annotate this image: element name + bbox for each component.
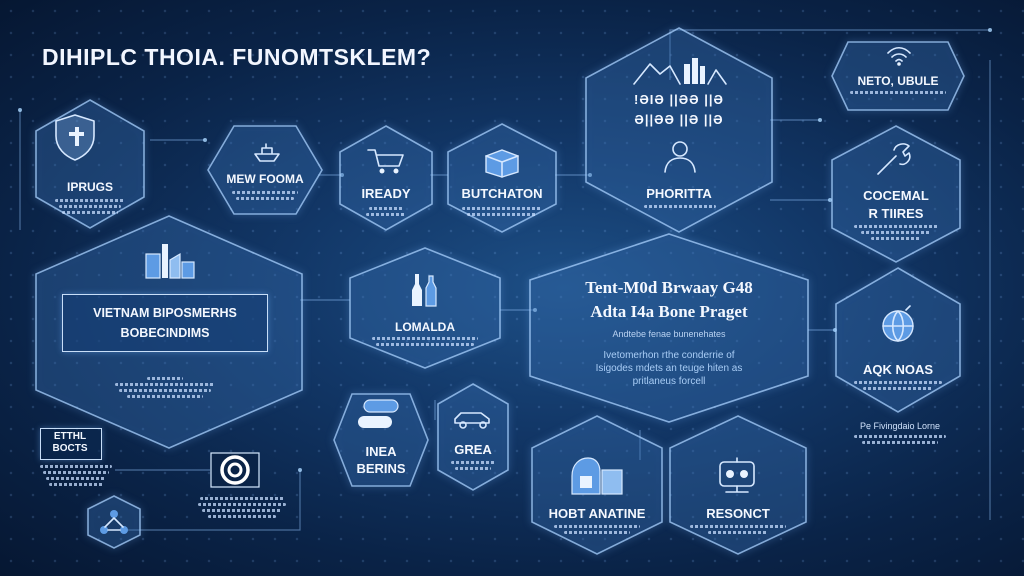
- etthl-description: [38, 462, 114, 486]
- hobt-anatine-label: HOBT ANATINE: [548, 506, 646, 521]
- phoritta-heading-line1: !ƏIƏ ||ƏƏ ||Ə: [634, 92, 724, 107]
- hex-frame-butchaton: [447, 123, 557, 233]
- aqk-caption-description: [846, 432, 954, 444]
- tool-icon: [874, 140, 914, 178]
- etthl-label-line1: ETTHL: [53, 431, 87, 442]
- factory-icon: [144, 240, 196, 280]
- neto-ubule-description: [846, 88, 950, 94]
- vietnam-label-box: [62, 294, 268, 352]
- aqk-noas-description: [850, 378, 946, 390]
- center-subtitle: Andtebe fenae bunenehates: [612, 329, 726, 339]
- stack-icon: [356, 398, 402, 432]
- circular-logo-icon: [210, 452, 260, 488]
- hex-frame-cocemal: [831, 125, 961, 263]
- center-body-line2: Isigodes mdets an teuge hiten as: [595, 363, 743, 374]
- iprugs-description: [40, 196, 140, 214]
- globe-icon: [876, 304, 920, 348]
- resonct-label: RESONCT: [706, 506, 770, 521]
- center-body-line3: pritlaneus forcell: [632, 376, 706, 387]
- phoritta-description: [640, 202, 720, 208]
- grea-label: GREA: [454, 442, 492, 457]
- center-title-line2: Adta I4a Bone Praget: [590, 302, 748, 321]
- iready-label: IREADY: [361, 186, 411, 201]
- hex-frame-mew-fooma: [207, 125, 323, 215]
- center-body-line1: Ivetomerhon rthe conderrie of: [603, 350, 735, 361]
- mew-fooma-label: MEW FOOMA: [226, 172, 304, 186]
- hex-frame-network: [87, 495, 141, 549]
- bottles-icon: [406, 270, 442, 308]
- vietnam-label-line2: BOBECINDIMS: [120, 326, 210, 340]
- vietnam-label-line1: VIETNAM BIPOSMERHS: [93, 306, 237, 320]
- shield-icon: [52, 112, 98, 162]
- inea-label-line2: BERINS: [356, 461, 406, 476]
- cocemal-label-line2: R TIIRES: [868, 206, 924, 221]
- page-title: DIHIPLC THOIA. FUNOMTSKLEM?: [42, 44, 432, 70]
- hex-frame-lomalda: [349, 247, 501, 369]
- box-icon: [482, 146, 522, 178]
- boat-icon: [252, 142, 282, 164]
- center-title-line1: Tent-M0d Brwaay G48: [585, 278, 753, 297]
- inea-label-line1: INEA: [365, 444, 397, 459]
- person-icon: [660, 138, 700, 174]
- hobt-anatine-description: [550, 522, 644, 534]
- resonct-description: [686, 522, 790, 534]
- lomalda-label: LOMALDA: [395, 320, 455, 334]
- hex-frame-inea: [333, 393, 429, 487]
- hex-frame-phoritta: [585, 27, 773, 233]
- grea-description: [446, 458, 500, 470]
- wifi-icon: [886, 46, 912, 66]
- hex-frame-center-project: [529, 233, 809, 423]
- neto-ubule-label: NETO, UBULE: [857, 74, 939, 88]
- vietnam-description: [110, 374, 220, 398]
- butchaton-description: [458, 204, 546, 216]
- iprugs-label: IPRUGS: [66, 180, 113, 194]
- aqk-noas-label: AQK NOAS: [862, 362, 934, 377]
- cocemal-label-line1: COCEMAL: [863, 188, 929, 203]
- cocemal-description: [850, 222, 942, 240]
- iready-description: [350, 204, 422, 216]
- network-icon: [98, 508, 130, 536]
- aqk-caption: Pe Fivingdaio Lorne: [859, 421, 941, 431]
- hex-frame-iready: [339, 125, 433, 231]
- phoritta-label: PHORITTA: [646, 186, 712, 201]
- machine-icon: [566, 450, 626, 496]
- lomalda-description: [366, 334, 484, 346]
- etthl-box: [40, 428, 102, 460]
- car-icon: [452, 408, 494, 430]
- cart-icon: [366, 146, 406, 176]
- robot-icon: [712, 456, 762, 496]
- butchaton-label: BUTCHATON: [461, 186, 543, 201]
- logo-description: [196, 494, 288, 518]
- hex-frame-resonct: [669, 415, 807, 555]
- hex-frame-grea: [437, 383, 509, 491]
- hex-frame-iprugs: [35, 99, 145, 229]
- city-skyline-icon: [632, 52, 728, 86]
- etthl-label-line2: BOCTS: [52, 443, 88, 454]
- phoritta-heading-line2: Ə||ƏƏ ||Ə ||Ə: [634, 112, 724, 127]
- mew-fooma-description: [226, 188, 304, 200]
